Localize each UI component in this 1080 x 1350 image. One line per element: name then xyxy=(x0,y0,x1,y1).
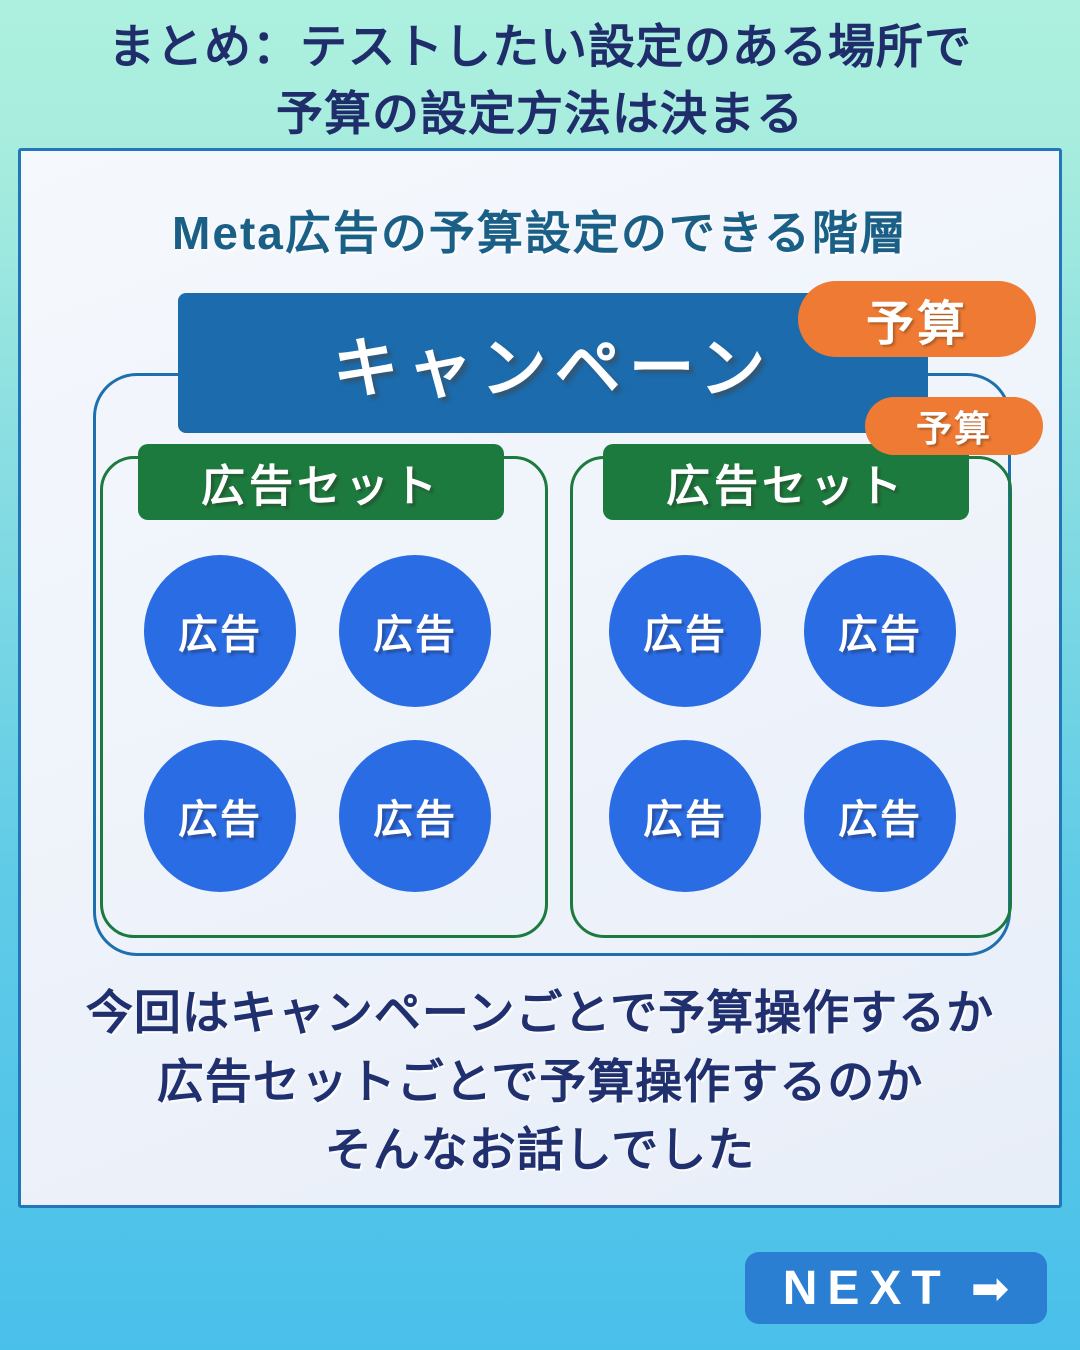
arrow-right-icon: ➡ xyxy=(970,1262,1010,1314)
ad-circle: 広告 xyxy=(339,555,491,707)
ad-circle: 広告 xyxy=(804,740,956,892)
header-title-line2: 予算の設定方法は決まる xyxy=(276,86,804,140)
next-button-label: NEXT xyxy=(782,1261,951,1315)
ad-circle: 広告 xyxy=(804,555,956,707)
campaign-label: キャンペーン xyxy=(332,331,774,405)
budget-badge-adset-label: 予算 xyxy=(915,408,992,449)
adset-1-label: 広告セット xyxy=(138,444,504,520)
summary-line1: 今回はキャンペーンごとで予算操作するか xyxy=(85,986,995,1039)
slide-header: まとめ：テストしたい設定のある場所で 予算の設定方法は決まる xyxy=(0,0,1080,147)
summary-line3: そんなお話しでした xyxy=(324,1123,756,1177)
next-button[interactable]: NEXT ➡ xyxy=(745,1252,1047,1324)
ad-circle: 広告 xyxy=(609,555,761,707)
header-title-line1: まとめ：テストしたい設定のある場所で xyxy=(108,20,972,73)
summary-text: 今回はキャンペーンごとで予算操作するか 広告セットごとで予算操作するのか そんな… xyxy=(21,979,1059,1185)
ad-circle: 広告 xyxy=(144,555,296,707)
ad-circle: 広告 xyxy=(339,740,491,892)
ad-circle: 広告 xyxy=(144,740,296,892)
diagram-title: Meta広告の予算設定のできる階層 xyxy=(172,207,908,259)
budget-badge-campaign: 予算 xyxy=(798,281,1036,357)
budget-badge-adset: 予算 xyxy=(865,397,1043,455)
summary-line2: 広告セットごとで予算操作するのか xyxy=(156,1054,924,1108)
budget-badge-campaign-label: 予算 xyxy=(865,298,968,351)
ad-circle: 広告 xyxy=(609,740,761,892)
diagram-card: Meta広告の予算設定のできる階層 キャンペーン 予算 予算 広告セット 広告セ… xyxy=(18,148,1062,1208)
adset-2-label: 広告セット xyxy=(603,444,969,520)
